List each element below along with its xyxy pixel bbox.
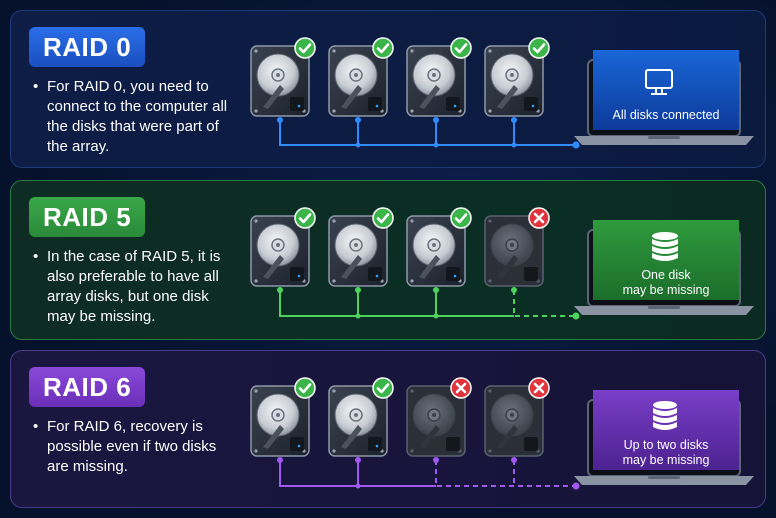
raid0-connections — [277, 117, 580, 149]
raid6-screen-text-line1: Up to two disks — [623, 438, 709, 452]
raid5-title: RAID 5 — [29, 197, 146, 237]
raid6-screen-text-line2: may be missing — [622, 453, 710, 467]
raid5-description: • In the case of RAID 5, it is also pref… — [33, 247, 238, 327]
bullet: • — [33, 248, 39, 265]
check-icon — [372, 207, 394, 229]
raid6-text: For RAID 6, recovery is possible even if… — [47, 418, 217, 475]
raid5-screen-text-line2: may be missing — [622, 283, 710, 297]
raid5-connections — [277, 287, 580, 320]
cross-icon — [450, 377, 472, 399]
raid0-laptop — [574, 50, 754, 147]
check-icon — [372, 377, 394, 399]
check-icon — [450, 207, 472, 229]
raid0-description: • For RAID 0, you need to connect to the… — [33, 77, 238, 157]
cross-icon — [528, 377, 550, 399]
raid0-text: For RAID 0, you need to connect to the c… — [47, 78, 228, 155]
raid5-screen-text-line1: One disk — [641, 268, 691, 282]
raid0-title: RAID 0 — [29, 27, 146, 67]
check-icon — [372, 37, 394, 59]
check-icon — [294, 207, 316, 229]
monitor-icon — [645, 69, 673, 95]
raid6-description: • For RAID 6, recovery is possible even … — [33, 417, 238, 477]
check-icon — [294, 377, 316, 399]
check-icon — [450, 37, 472, 59]
database-icon — [653, 401, 677, 430]
raid5-laptop — [574, 220, 754, 317]
raid6-connections — [277, 457, 580, 490]
cross-icon — [528, 207, 550, 229]
check-icon — [528, 37, 550, 59]
check-icon — [294, 37, 316, 59]
database-icon — [652, 232, 678, 261]
bullet: • — [33, 78, 39, 95]
raid0-screen-text: All disks connected — [612, 108, 720, 122]
raid5-text: In the case of RAID 5, it is also prefer… — [47, 248, 221, 325]
raid6-laptop — [574, 390, 754, 487]
raid6-title: RAID 6 — [29, 367, 146, 407]
bullet: • — [33, 418, 39, 435]
